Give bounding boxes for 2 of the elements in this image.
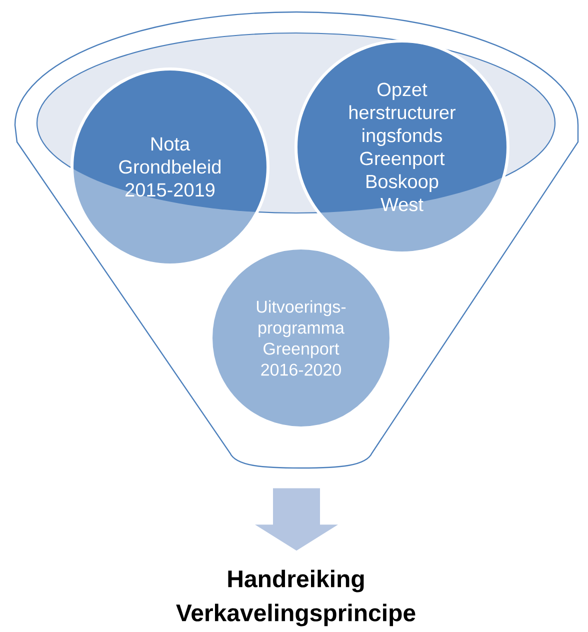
- block-arrow: [255, 488, 338, 551]
- conclusion-text: Handreiking Verkavelingsprincipe: [176, 570, 416, 626]
